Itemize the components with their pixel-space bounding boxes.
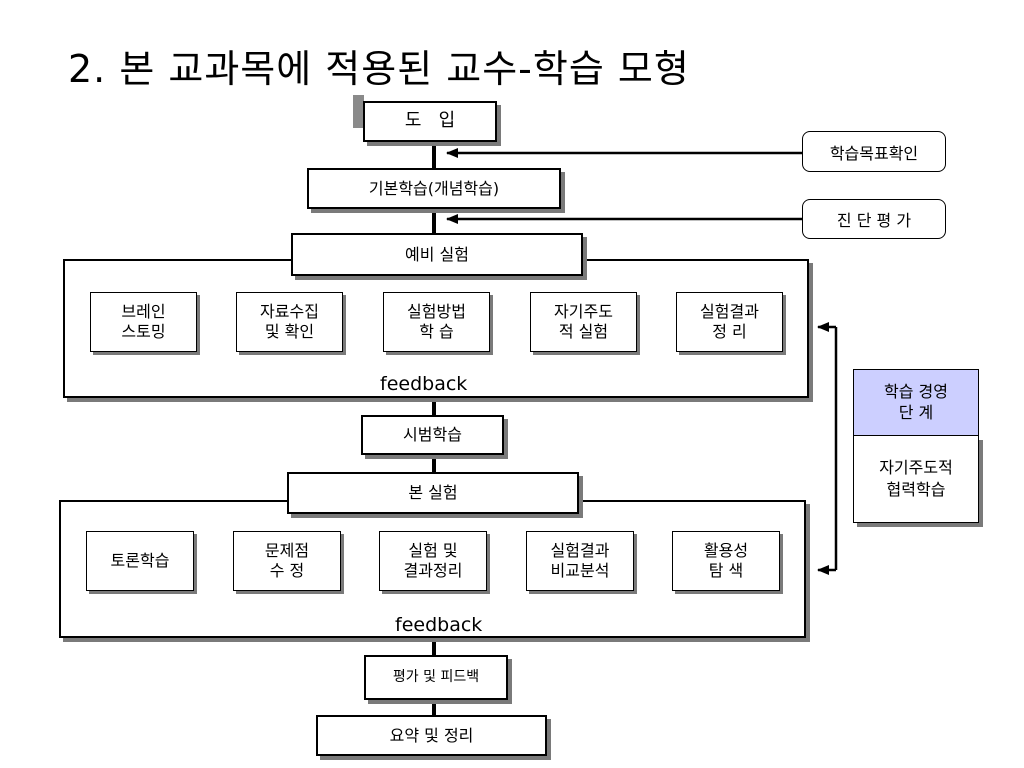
- basic-learning-box: 기본학습(개념학습): [307, 168, 561, 209]
- prelim-step-results: 실험결과 정 리: [676, 292, 783, 352]
- page-title: 2. 본 교과목에 적용된 교수-학습 모형: [68, 47, 690, 91]
- main-step-experiment-summary: 실험 및 결과정리: [379, 531, 487, 591]
- main-experiment-box: 본 실험: [287, 472, 579, 514]
- prelim-experiment-box: 예비 실험: [291, 233, 583, 276]
- management-stage-body: 자기주도적 협력학습: [853, 436, 979, 523]
- evaluation-feedback-box: 평가 및 피드백: [364, 655, 508, 700]
- feedback-label-prelim: feedback: [377, 373, 471, 395]
- management-bracket: [817, 322, 838, 575]
- main-step-discussion: 토론학습: [86, 531, 194, 591]
- intro-box: 도 입: [363, 101, 497, 142]
- feedback-label-main: feedback: [392, 614, 486, 636]
- prelim-step-self-directed: 자기주도 적 실험: [530, 292, 637, 352]
- demo-learning-box: 시범학습: [361, 415, 504, 455]
- diagnostic-box: 진 단 평 가: [802, 199, 946, 239]
- goal-check-box: 학습목표확인: [802, 131, 946, 172]
- prelim-step-method-study: 실험방법 학 습: [383, 292, 490, 352]
- summary-box: 요약 및 정리: [316, 715, 547, 756]
- management-stage-header: 학습 경영 단 계: [853, 369, 979, 436]
- main-step-problem-fix: 문제점 수 정: [233, 531, 341, 591]
- main-step-application: 활용성 탐 색: [672, 531, 780, 591]
- prelim-step-data-collection: 자료수집 및 확인: [236, 292, 343, 352]
- intro-accent-bar: [353, 95, 364, 128]
- main-step-comparison: 실험결과 비교분석: [526, 531, 634, 591]
- prelim-step-brainstorming: 브레인 스토밍: [90, 292, 197, 352]
